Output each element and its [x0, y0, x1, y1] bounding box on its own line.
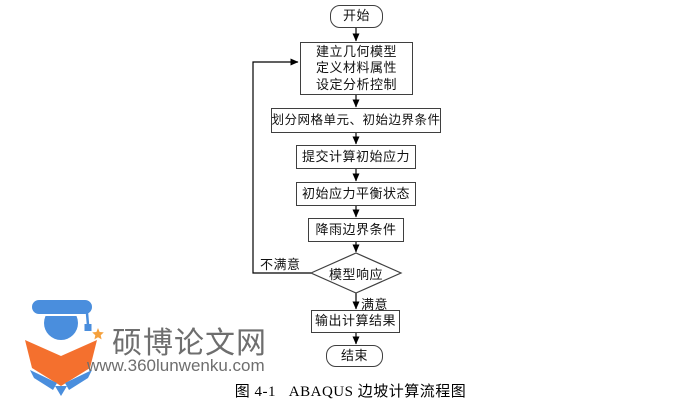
figure-caption: 图 4-1 ABAQUS 边坡计算流程图	[234, 384, 467, 400]
branch-label-satisfied: 满意	[361, 297, 389, 312]
watermark-site-url: www.360lunwenku.com	[87, 356, 265, 375]
flow-node-rain: 降雨边界条件	[308, 218, 404, 242]
branch-label-unsatisfied: 不满意	[260, 257, 301, 272]
flow-node-start: 开始	[330, 5, 383, 28]
flow-node-setup-line3: 设定分析控制	[315, 76, 397, 92]
flow-node-mesh: 划分网格单元、初始边界条件	[271, 108, 441, 133]
watermark-site-name: 硕博论文网	[112, 327, 267, 360]
flow-node-end: 结束	[326, 345, 383, 367]
flow-node-submit: 提交计算初始应力	[296, 145, 416, 169]
flow-node-setup: 建立几何模型 定义材料属性 设定分析控制	[300, 42, 413, 95]
graduation-cap-book-logo-icon	[25, 298, 104, 396]
flow-node-output: 输出计算结果	[311, 310, 400, 333]
flow-node-setup-line1: 建立几何模型	[315, 44, 397, 60]
flow-node-balance: 初始应力平衡状态	[296, 182, 416, 206]
flow-node-setup-line2: 定义材料属性	[315, 60, 397, 76]
flow-node-response: 模型响应	[328, 266, 383, 282]
